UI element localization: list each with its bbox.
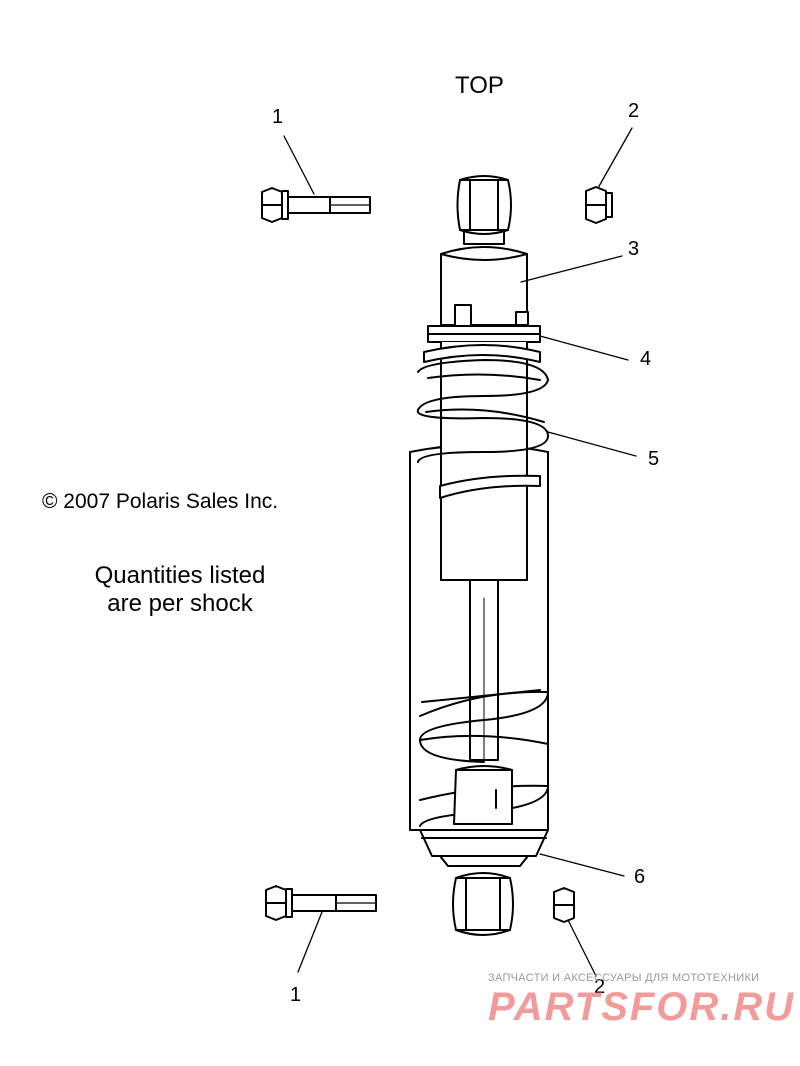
quantity-note-line2: are per shock: [107, 590, 253, 617]
quantity-note-line1: Quantities listed: [94, 562, 266, 589]
leader-4: [539, 335, 629, 361]
damper-body: [409, 341, 549, 831]
callout-4: 4: [640, 348, 652, 370]
callout-2-bottom: 2: [594, 976, 606, 998]
top-eye-mount: [456, 175, 512, 245]
bottom-eye-mount: [452, 872, 514, 936]
bottom-nut: [553, 887, 575, 923]
quantity-note: Quantities listed are per shock: [80, 562, 280, 618]
watermark-tagline: ЗАПЧАСТИ И АКСЕССУАРЫ ДЛЯ МОТОТЕХНИКИ: [488, 972, 760, 984]
callout-1-top: 1: [272, 106, 284, 128]
leader-6: [539, 853, 625, 877]
copyright-notice: © 2007 Polaris Sales Inc.: [42, 490, 279, 513]
callout-5: 5: [648, 448, 660, 470]
upper-spring: [416, 344, 549, 499]
leader-5: [547, 431, 637, 457]
leader-1-top: [283, 135, 315, 195]
leader-2-top: [597, 127, 633, 189]
callout-6: 6: [634, 866, 646, 888]
lower-spring: [419, 689, 549, 827]
leader-lines: [283, 127, 637, 977]
top-orientation-label: TOP: [455, 72, 504, 99]
watermark-brand: PARTSFOR.RU: [488, 985, 796, 1029]
leader-1-bottom: [297, 911, 323, 973]
callout-1-bottom: 1: [290, 984, 302, 1006]
leader-2-bottom: [567, 919, 597, 977]
spring-retainer: [427, 325, 541, 343]
leader-3: [520, 255, 623, 283]
top-bolt: [261, 187, 371, 223]
spring-seat: [419, 829, 549, 867]
bottom-bolt: [265, 885, 377, 921]
callout-2-top: 2: [628, 100, 640, 122]
callout-3: 3: [628, 238, 640, 260]
shock-body: [440, 246, 529, 328]
top-nut: [585, 186, 613, 224]
